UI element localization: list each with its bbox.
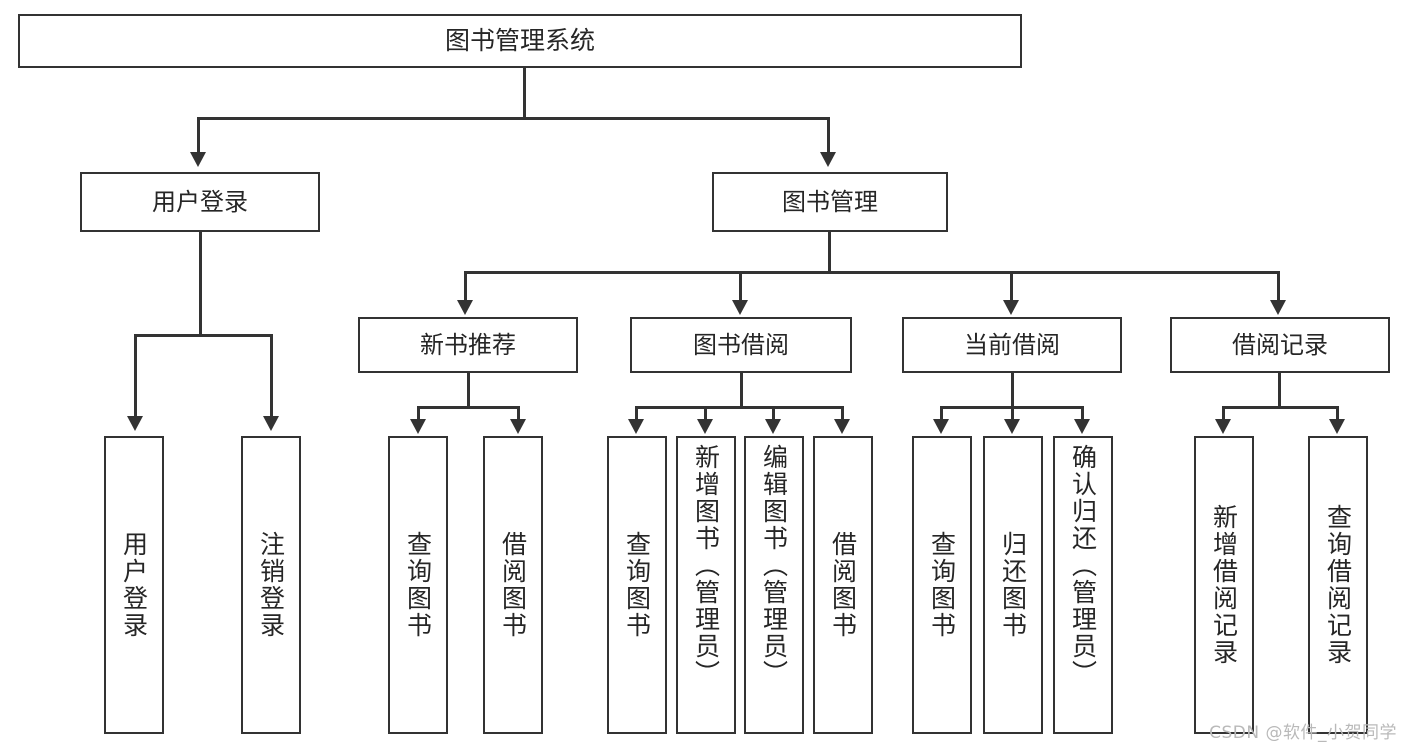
connector-book-borrow-stem	[740, 373, 743, 409]
connector-to-book-management	[827, 117, 830, 155]
arrowhead-current-borrow	[1003, 300, 1019, 315]
connector-to-leaf-borrow-book-1	[517, 406, 520, 422]
node-leaf-edit-book[interactable]: 编辑图书（管理员）	[744, 436, 804, 734]
node-user-login[interactable]: 用户登录	[80, 172, 320, 232]
arrowhead-book-management	[820, 152, 836, 167]
connector-level2-bus	[197, 117, 829, 120]
connector-to-leaf-return-book	[1011, 406, 1014, 422]
connector-level3-bus	[464, 271, 1280, 274]
arrowhead-leaf-borrow-book-1	[510, 419, 526, 434]
connector-book-management-stem	[828, 232, 831, 274]
connector-to-leaf-user-login	[134, 334, 137, 419]
node-leaf-query-book-3[interactable]: 查询图书	[912, 436, 972, 734]
arrowhead-leaf-query-record	[1329, 419, 1345, 434]
node-borrow-record[interactable]: 借阅记录	[1170, 317, 1390, 373]
node-label: 确认归还（管理员）	[1068, 444, 1098, 687]
node-book-management[interactable]: 图书管理	[712, 172, 948, 232]
node-label: 图书管理系统	[444, 26, 595, 56]
arrowhead-leaf-add-book	[697, 419, 713, 434]
connector-to-leaf-add-record	[1222, 406, 1225, 422]
arrowhead-leaf-query-book-2	[628, 419, 644, 434]
watermark-text: CSDN @软件_小贺同学	[1209, 723, 1397, 743]
node-leaf-return-book[interactable]: 归还图书	[983, 436, 1043, 734]
arrowhead-leaf-query-book-3	[933, 419, 949, 434]
connector-to-leaf-edit-book	[772, 406, 775, 422]
node-label: 借阅记录	[1232, 330, 1328, 359]
connector-to-borrow-record	[1277, 271, 1280, 303]
arrowhead-leaf-user-login	[127, 416, 143, 431]
node-leaf-add-record[interactable]: 新增借阅记录	[1194, 436, 1254, 734]
node-book-management-system[interactable]: 图书管理系统	[18, 14, 1022, 68]
arrowhead-leaf-borrow-book-2	[834, 419, 850, 434]
connector-to-leaf-logout-login	[270, 334, 273, 419]
arrowhead-borrow-record	[1270, 300, 1286, 315]
arrowhead-new-book-recommend	[457, 300, 473, 315]
node-label: 注销登录	[256, 531, 286, 639]
arrowhead-leaf-confirm-return	[1074, 419, 1090, 434]
connector-to-new-book-recommend	[464, 271, 467, 303]
connector-to-leaf-add-book	[704, 406, 707, 422]
node-book-borrow[interactable]: 图书借阅	[630, 317, 852, 373]
node-label: 图书管理	[782, 187, 878, 216]
node-label: 查询图书	[403, 531, 433, 639]
node-leaf-query-book-2[interactable]: 查询图书	[607, 436, 667, 734]
connector-book-borrow-bus	[635, 406, 844, 409]
node-label: 借阅图书	[828, 531, 858, 639]
arrowhead-leaf-edit-book	[765, 419, 781, 434]
connector-to-leaf-borrow-book-2	[841, 406, 844, 422]
connector-new-book-recommend-stem	[467, 373, 470, 409]
node-label: 编辑图书（管理员）	[759, 444, 789, 687]
connector-user-login-bus	[134, 334, 273, 337]
connector-to-leaf-query-book-3	[940, 406, 943, 422]
node-label: 借阅图书	[498, 531, 528, 639]
node-label: 用户登录	[152, 187, 248, 216]
node-label: 新书推荐	[420, 330, 516, 359]
connector-current-borrow-stem	[1011, 373, 1014, 409]
connector-borrow-record-bus	[1222, 406, 1339, 409]
arrowhead-leaf-query-book-1	[410, 419, 426, 434]
node-leaf-logout-login[interactable]: 注销登录	[241, 436, 301, 734]
connector-new-book-recommend-bus	[417, 406, 520, 409]
connector-borrow-record-stem	[1278, 373, 1281, 409]
arrowhead-leaf-add-record	[1215, 419, 1231, 434]
connector-to-book-borrow	[739, 271, 742, 303]
node-label: 新增借阅记录	[1209, 504, 1239, 666]
arrowhead-leaf-logout-login	[263, 416, 279, 431]
node-leaf-query-book-1[interactable]: 查询图书	[388, 436, 448, 734]
node-label: 查询借阅记录	[1323, 504, 1353, 666]
node-current-borrow[interactable]: 当前借阅	[902, 317, 1122, 373]
node-leaf-query-record[interactable]: 查询借阅记录	[1308, 436, 1368, 734]
node-label: 图书借阅	[693, 330, 789, 359]
connector-to-current-borrow	[1010, 271, 1013, 303]
connector-user-login-stem	[199, 232, 202, 336]
node-label: 用户登录	[119, 531, 149, 639]
arrowhead-leaf-return-book	[1004, 419, 1020, 434]
connector-to-leaf-query-book-1	[417, 406, 420, 422]
connector-to-leaf-query-book-2	[635, 406, 638, 422]
node-label: 归还图书	[998, 531, 1028, 639]
arrowhead-user-login	[190, 152, 206, 167]
node-label: 查询图书	[622, 531, 652, 639]
node-leaf-add-book[interactable]: 新增图书（管理员）	[676, 436, 736, 734]
connector-to-user-login	[197, 117, 200, 155]
connector-to-leaf-confirm-return	[1081, 406, 1084, 422]
node-leaf-confirm-return[interactable]: 确认归还（管理员）	[1053, 436, 1113, 734]
node-leaf-borrow-book-2[interactable]: 借阅图书	[813, 436, 873, 734]
node-new-book-recommend[interactable]: 新书推荐	[358, 317, 578, 373]
node-label: 当前借阅	[964, 330, 1060, 359]
node-leaf-user-login[interactable]: 用户登录	[104, 436, 164, 734]
arrowhead-book-borrow	[732, 300, 748, 315]
node-label: 新增图书（管理员）	[691, 444, 721, 687]
node-leaf-borrow-book-1[interactable]: 借阅图书	[483, 436, 543, 734]
connector-to-leaf-query-record	[1336, 406, 1339, 422]
connector-root-stem	[523, 68, 526, 119]
node-label: 查询图书	[927, 531, 957, 639]
